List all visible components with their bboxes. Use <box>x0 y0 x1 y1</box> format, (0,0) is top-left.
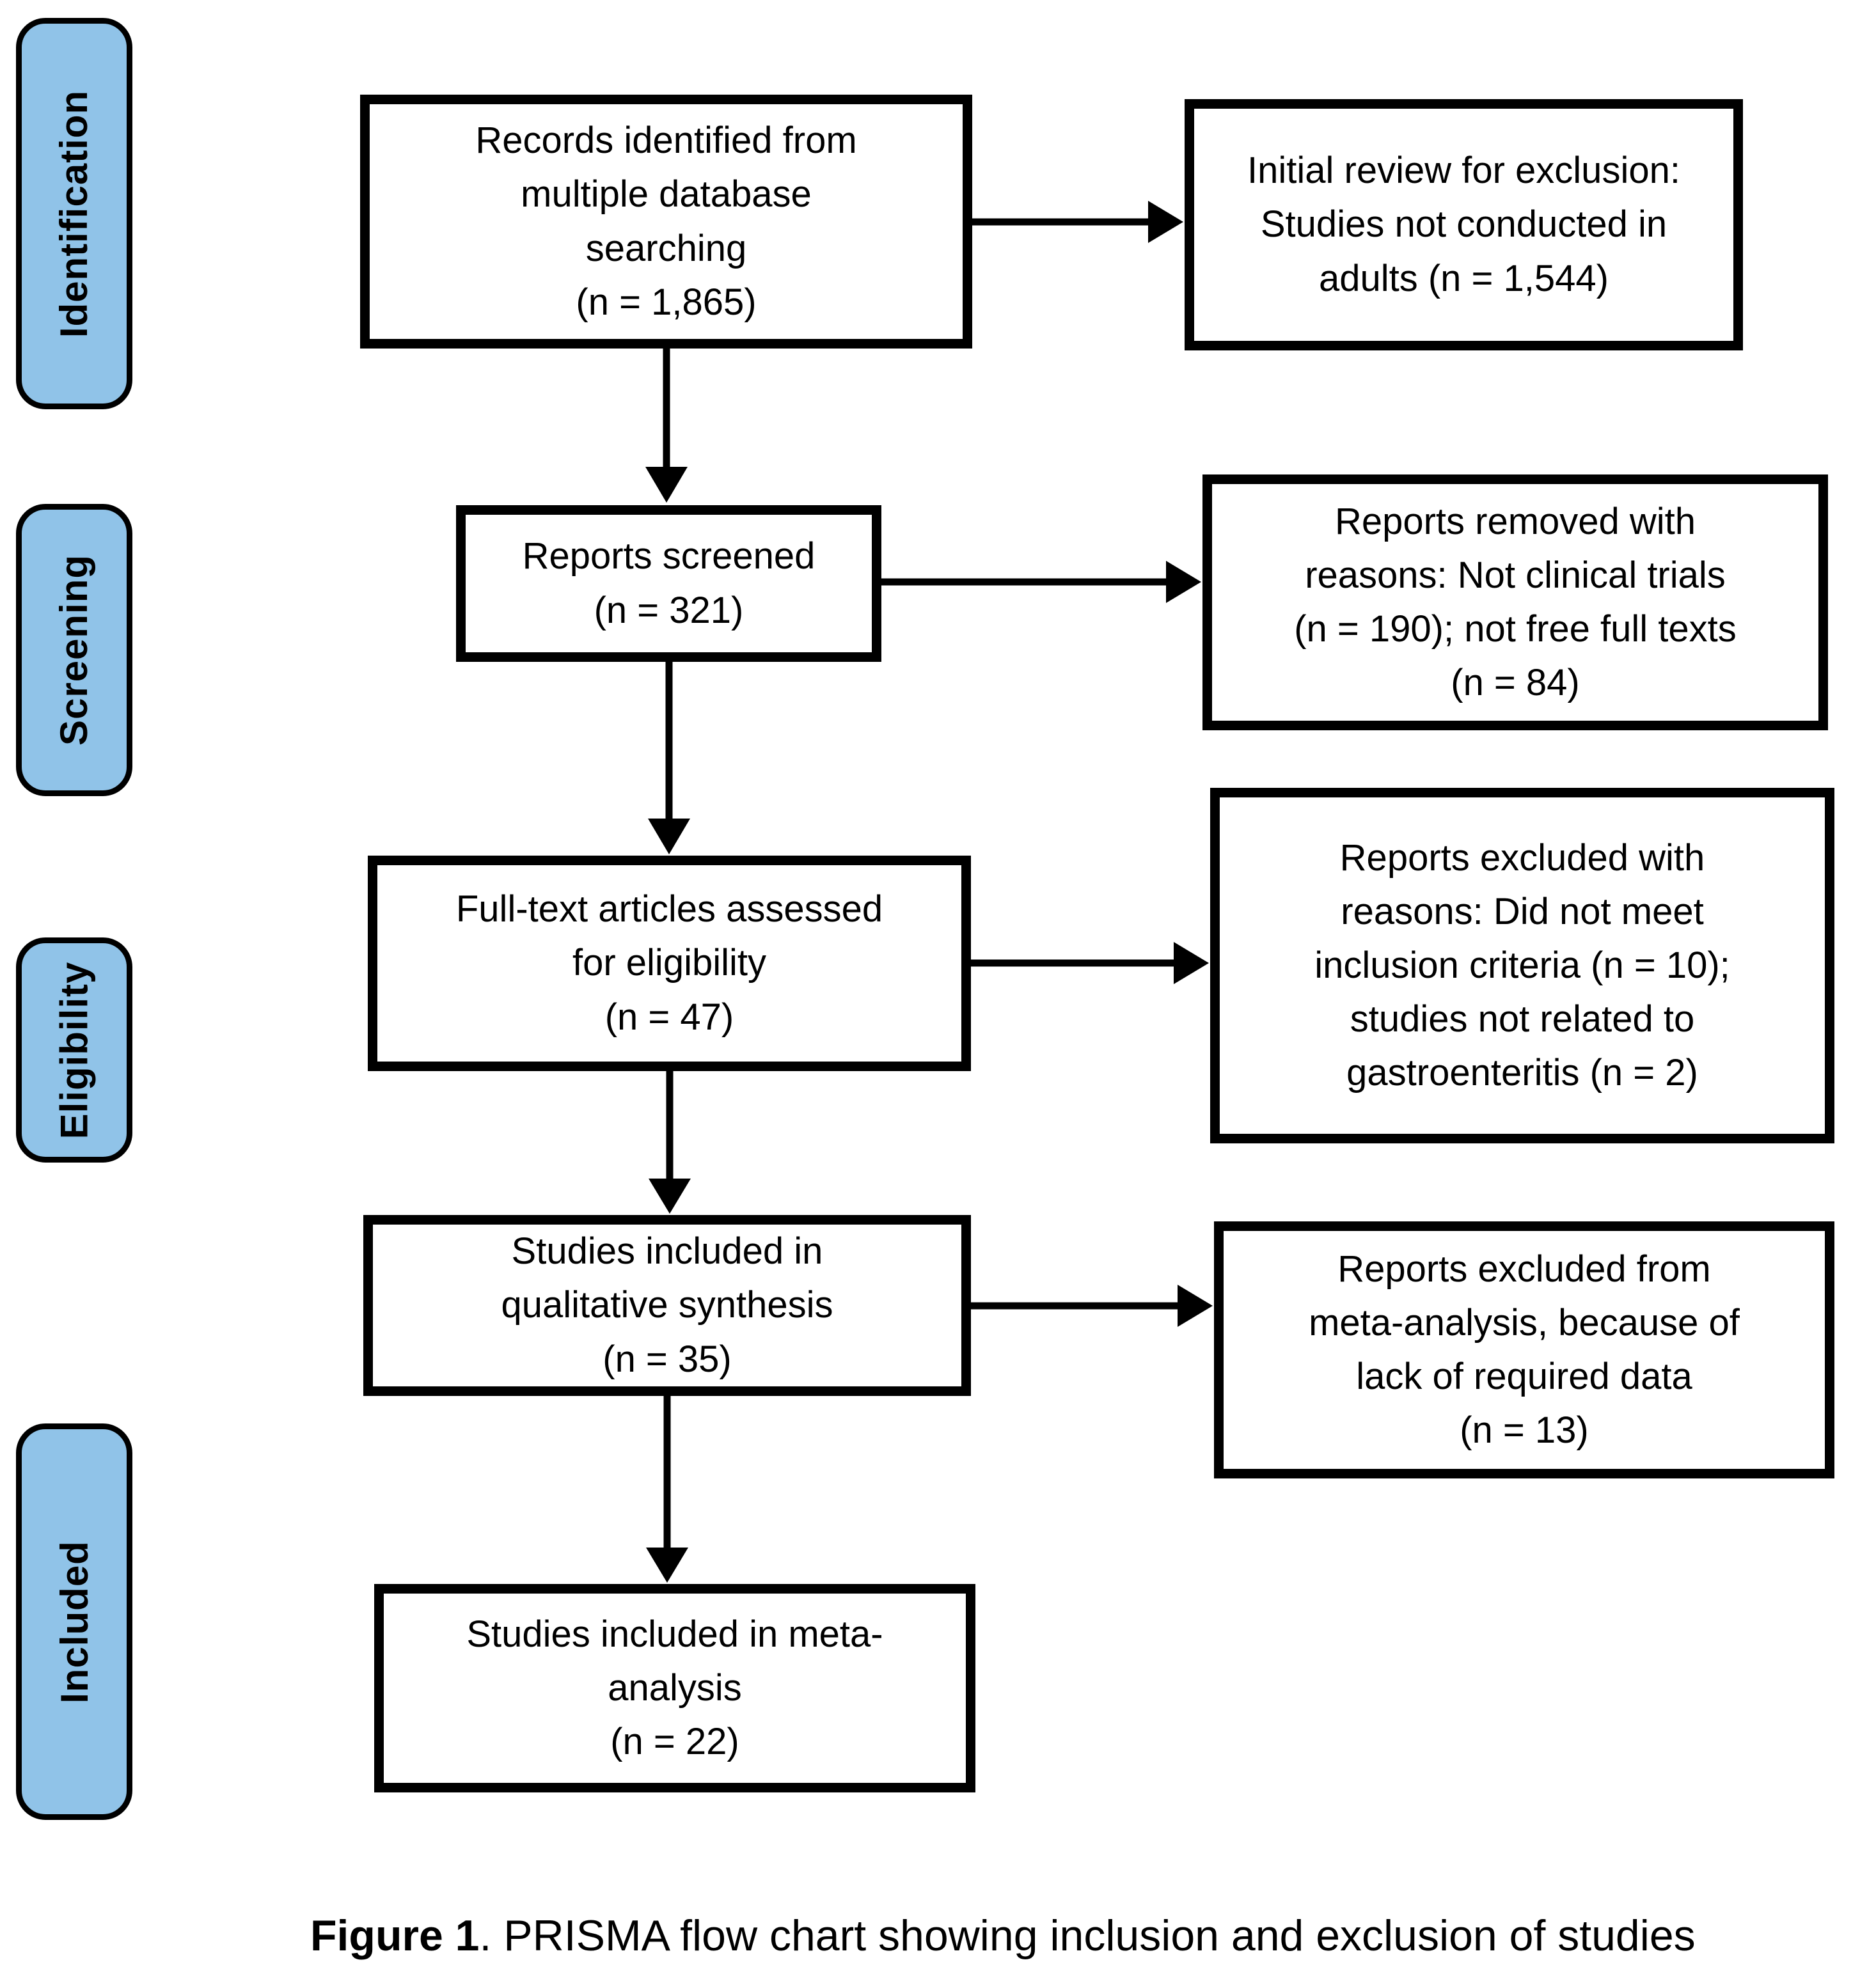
stage-included-label: Included <box>52 1540 96 1704</box>
exclusion-box-meta-excluded-text: Reports excluded from meta-analysis, bec… <box>1309 1248 1740 1452</box>
stage-eligibility: Eligibility <box>16 937 132 1163</box>
stage-identification: Identification <box>16 18 132 409</box>
stage-screening-label: Screening <box>52 554 96 746</box>
flow-box-reports-screened: Reports screened (n = 321) <box>456 505 881 662</box>
exclusion-box-reports-removed: Reports removed with reasons: Not clinic… <box>1202 474 1828 730</box>
flow-box-fulltext-assessed: Full-text articles assessed for eligibil… <box>368 856 971 1071</box>
exclusion-box-reports-excluded-text: Reports excluded with reasons: Did not m… <box>1314 836 1730 1094</box>
arrowhead-down-1 <box>645 467 688 503</box>
stage-identification-label: Identification <box>52 90 96 338</box>
arrowhead-right-4 <box>1178 1285 1213 1327</box>
stage-included: Included <box>16 1423 132 1820</box>
flow-box-meta-analysis-text: Studies included in meta- analysis (n = … <box>466 1613 883 1763</box>
stage-screening: Screening <box>16 504 132 796</box>
flow-box-fulltext-assessed-text: Full-text articles assessed for eligibil… <box>455 888 883 1038</box>
flow-box-records-identified-text: Records identified from multiple databas… <box>475 120 857 323</box>
exclusion-box-meta-excluded: Reports excluded from meta-analysis, bec… <box>1214 1221 1834 1478</box>
flow-box-meta-analysis: Studies included in meta- analysis (n = … <box>374 1584 975 1792</box>
flow-box-reports-screened-text: Reports screened (n = 321) <box>522 535 816 631</box>
arrowhead-right-3 <box>1174 942 1209 984</box>
flow-box-qualitative-synthesis: Studies included in qualitative synthesi… <box>363 1215 971 1396</box>
arrowhead-down-2 <box>648 819 690 854</box>
arrowhead-right-1 <box>1148 201 1183 243</box>
figure-caption: Figure 1. PRISMA flow chart showing incl… <box>310 1911 1696 1961</box>
figure-caption-number: Figure 1 <box>310 1911 480 1960</box>
figure-caption-text: . PRISMA flow chart showing inclusion an… <box>479 1911 1696 1960</box>
flow-box-qualitative-synthesis-text: Studies included in qualitative synthesi… <box>501 1230 833 1380</box>
arrowhead-down-3 <box>649 1179 691 1214</box>
flow-box-records-identified: Records identified from multiple databas… <box>360 95 972 349</box>
exclusion-box-initial-review: Initial review for exclusion: Studies no… <box>1185 99 1743 350</box>
arrowhead-down-4 <box>646 1548 688 1583</box>
arrowhead-right-2 <box>1166 561 1201 603</box>
exclusion-box-reports-removed-text: Reports removed with reasons: Not clinic… <box>1294 500 1737 704</box>
exclusion-box-initial-review-text: Initial review for exclusion: Studies no… <box>1247 150 1680 299</box>
stage-eligibility-label: Eligibility <box>52 961 96 1139</box>
exclusion-box-reports-excluded: Reports excluded with reasons: Did not m… <box>1210 788 1834 1143</box>
